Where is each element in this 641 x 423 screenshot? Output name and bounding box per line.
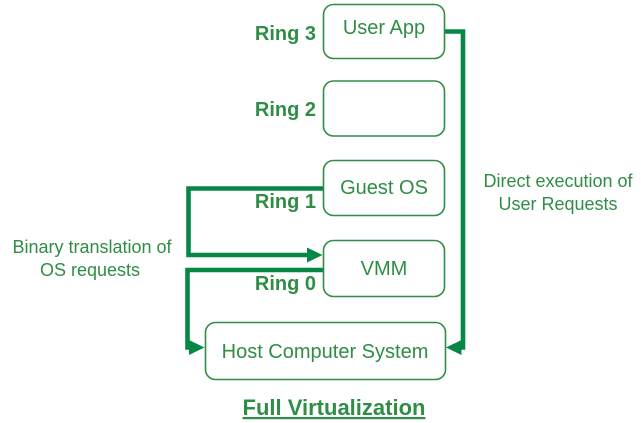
- guest-os-box: [322, 159, 446, 217]
- direct-execution-arrowhead-icon: [446, 340, 462, 355]
- direct-execution-line: [444, 29, 466, 350]
- binary-translation-line: [186, 186, 325, 258]
- binary-translation-annotation-line2: OS requests: [40, 260, 140, 280]
- ring0-label: Ring 0: [255, 273, 316, 295]
- vmm-to-host-arrowhead-icon: [189, 340, 205, 355]
- user-app-label: User App: [343, 17, 425, 39]
- vmm-box: [322, 239, 446, 298]
- user-app-box: [322, 3, 446, 60]
- guest-os-label: Guest OS: [340, 177, 428, 199]
- ring2-empty-box: [322, 80, 446, 137]
- host-computer-system-box: [204, 321, 447, 381]
- binary-translation-arrowhead-icon: [307, 247, 323, 263]
- direct-execution-annotation-line2: User Requests: [498, 194, 617, 214]
- vmm-to-host-line: [185, 267, 325, 350]
- host-computer-system-label: Host Computer System: [222, 341, 429, 363]
- ring-labels: Ring 3 Ring 2 Ring 1 Ring 0: [255, 23, 316, 295]
- direct-execution-annotation-line1: Direct execution of: [483, 171, 633, 191]
- vmm-label: VMM: [361, 258, 408, 280]
- ring-boxes: [204, 3, 447, 381]
- binary-translation-annotation-line1: Binary translation of: [12, 237, 172, 257]
- annotations: Binary translation of OS requests Direct…: [12, 171, 633, 280]
- ring3-label: Ring 3: [255, 23, 316, 45]
- connectors: [185, 29, 466, 355]
- ring2-label: Ring 2: [255, 99, 316, 121]
- ring1-label: Ring 1: [255, 191, 316, 213]
- diagram-title: Full Virtualization: [243, 395, 426, 420]
- box-labels: User App Guest OS VMM Host Computer Syst…: [222, 17, 429, 363]
